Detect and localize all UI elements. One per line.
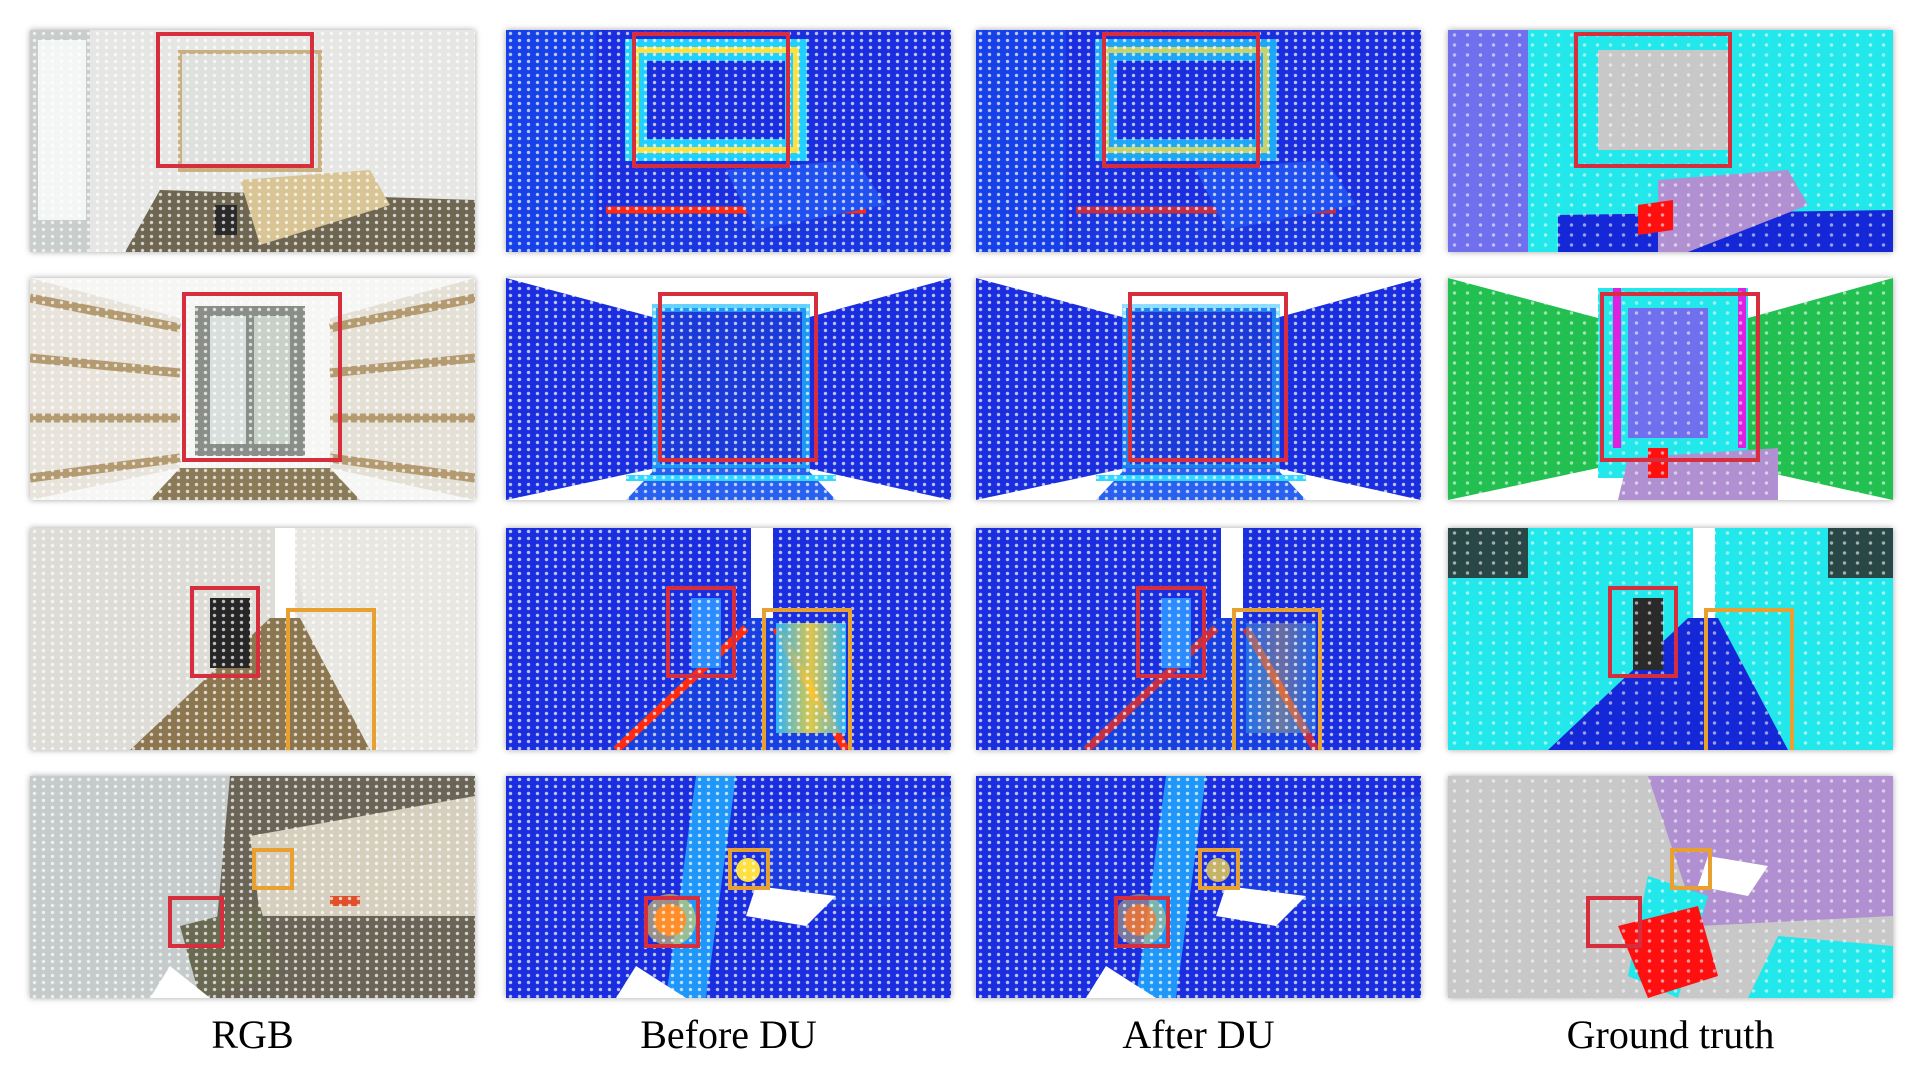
panel-office-shelves-window-before: [506, 278, 951, 500]
panel-corridor-before: [506, 528, 951, 750]
highlight-box-orange: [1670, 848, 1712, 890]
highlight-box-orange: [1232, 608, 1322, 750]
highlight-box-orange: [728, 848, 770, 890]
highlight-box-red: [1574, 32, 1732, 168]
highlight-box-red: [1102, 32, 1260, 168]
highlight-box-orange: [1704, 608, 1794, 750]
column-label-after-du: After DU: [1122, 1012, 1275, 1057]
panel-corridor-gt: [1448, 528, 1893, 750]
panel-cluttered-room-before: [506, 776, 951, 998]
highlight-box-red: [1114, 896, 1170, 948]
highlight-box-orange: [762, 608, 852, 750]
highlight-box-red: [182, 292, 342, 462]
highlight-box-red: [658, 292, 818, 462]
highlight-box-orange: [1198, 848, 1240, 890]
point-cloud-gaps: [30, 278, 475, 500]
point-cloud-gaps: [976, 30, 1421, 252]
point-cloud-gaps: [976, 278, 1421, 500]
column-label-before-du: Before DU: [640, 1012, 817, 1057]
panel-office-whiteboard-before: [506, 30, 951, 252]
point-cloud-gaps: [506, 278, 951, 500]
point-cloud-gaps: [1448, 278, 1893, 500]
point-cloud-gaps: [506, 528, 951, 750]
column-label-ground-truth: Ground truth: [1566, 1012, 1775, 1057]
panel-cluttered-room-gt: [1448, 776, 1893, 998]
highlight-box-orange: [252, 848, 294, 890]
column-label-rgb: RGB: [211, 1012, 294, 1057]
highlight-box-red: [644, 896, 700, 948]
highlight-box-orange: [286, 608, 376, 750]
panel-office-whiteboard-rgb: [30, 30, 475, 252]
panel-office-shelves-window-after: [976, 278, 1421, 500]
panel-cluttered-room-after: [976, 776, 1421, 998]
point-cloud-gaps: [30, 528, 475, 750]
panel-corridor-after: [976, 528, 1421, 750]
highlight-box-red: [1136, 586, 1206, 678]
point-cloud-gaps: [30, 30, 475, 252]
point-cloud-gaps: [1448, 528, 1893, 750]
highlight-box-red: [1608, 586, 1678, 678]
highlight-box-red: [1586, 896, 1642, 948]
point-cloud-gaps: [506, 30, 951, 252]
highlight-box-red: [190, 586, 260, 678]
highlight-box-red: [632, 32, 790, 168]
panel-office-whiteboard-after: [976, 30, 1421, 252]
point-cloud-gaps: [1448, 30, 1893, 252]
panel-cluttered-room-rgb: [30, 776, 475, 998]
point-cloud-gaps: [976, 528, 1421, 750]
panel-corridor-rgb: [30, 528, 475, 750]
highlight-box-red: [156, 32, 314, 168]
highlight-box-red: [1128, 292, 1288, 462]
highlight-box-red: [168, 896, 224, 948]
highlight-box-red: [1600, 292, 1760, 462]
panel-office-shelves-window-rgb: [30, 278, 475, 500]
panel-office-whiteboard-gt: [1448, 30, 1893, 252]
highlight-box-red: [666, 586, 736, 678]
panel-office-shelves-window-gt: [1448, 278, 1893, 500]
